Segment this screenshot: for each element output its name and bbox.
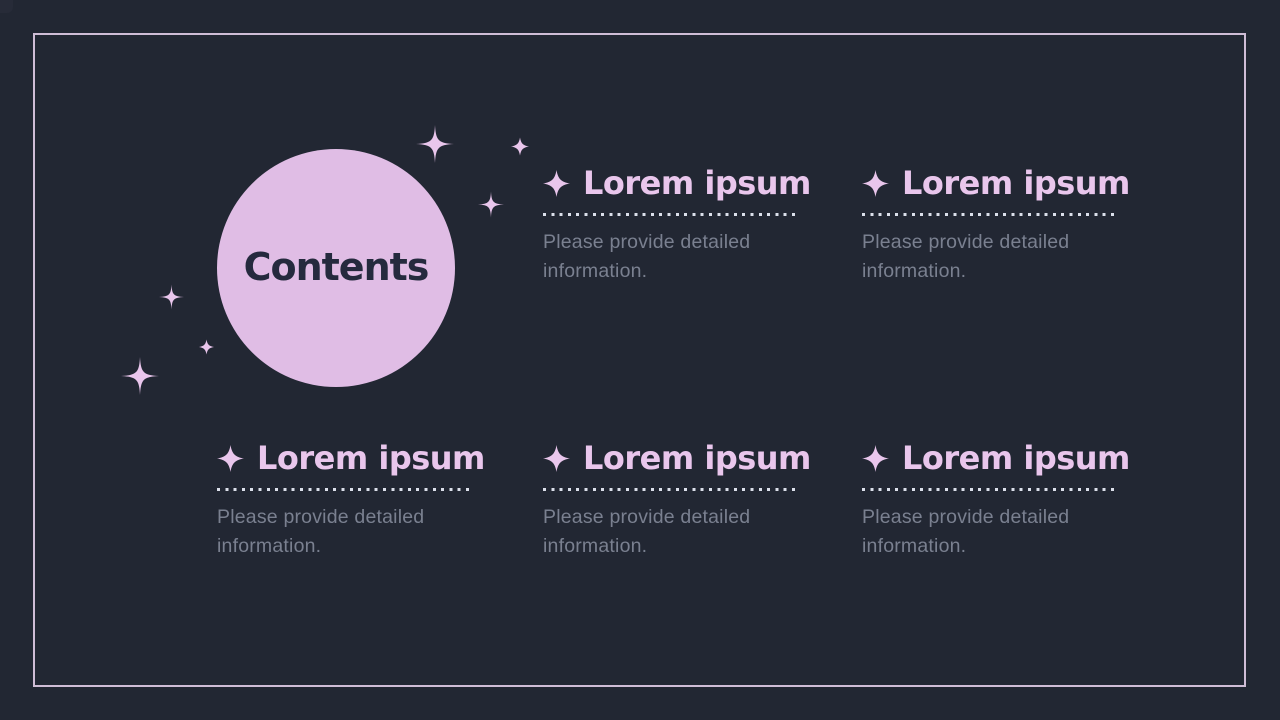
section-title: Lorem ipsum xyxy=(583,164,811,202)
twinkle-icon xyxy=(478,191,504,218)
sparkle-icon xyxy=(217,443,244,474)
dotted-divider xyxy=(543,488,800,491)
sparkle-icon xyxy=(543,443,570,474)
section-description: Please provide detailed information. xyxy=(543,231,751,282)
section-title: Lorem ipsum xyxy=(583,439,811,477)
dotted-divider xyxy=(217,488,474,491)
section-header: Lorem ipsum xyxy=(217,441,485,475)
slide-border-frame xyxy=(33,33,1246,687)
twinkle-icon xyxy=(121,357,159,395)
content-section-2: Lorem ipsum Please provide detailed info… xyxy=(862,166,1130,286)
section-title: Lorem ipsum xyxy=(257,439,485,477)
twinkle-icon xyxy=(159,284,184,310)
section-description: Please provide detailed information. xyxy=(543,506,751,557)
section-header: Lorem ipsum xyxy=(862,441,1130,475)
content-section-3: Lorem ipsum Please provide detailed info… xyxy=(217,441,485,561)
sparkle-icon xyxy=(543,168,570,199)
slide-title: Contents xyxy=(243,245,430,289)
contents-circle: Contents xyxy=(217,149,455,387)
section-header: Lorem ipsum xyxy=(543,166,811,200)
content-section-5: Lorem ipsum Please provide detailed info… xyxy=(862,441,1130,561)
dotted-divider xyxy=(862,213,1119,216)
section-title: Lorem ipsum xyxy=(902,164,1130,202)
section-header: Lorem ipsum xyxy=(862,166,1130,200)
section-description: Please provide detailed information. xyxy=(862,231,1070,282)
content-section-4: Lorem ipsum Please provide detailed info… xyxy=(543,441,811,561)
screen-corner-artifact xyxy=(0,0,13,13)
content-section-1: Lorem ipsum Please provide detailed info… xyxy=(543,166,811,286)
dotted-divider xyxy=(862,488,1119,491)
sparkle-icon xyxy=(862,168,889,199)
section-title: Lorem ipsum xyxy=(902,439,1130,477)
section-header: Lorem ipsum xyxy=(543,441,811,475)
section-description: Please provide detailed information. xyxy=(217,506,425,557)
sparkle-icon xyxy=(862,443,889,474)
dotted-divider xyxy=(543,213,800,216)
diamond-icon xyxy=(199,339,214,355)
diamond-icon xyxy=(511,137,529,156)
twinkle-icon xyxy=(416,125,454,163)
section-description: Please provide detailed information. xyxy=(862,506,1070,557)
